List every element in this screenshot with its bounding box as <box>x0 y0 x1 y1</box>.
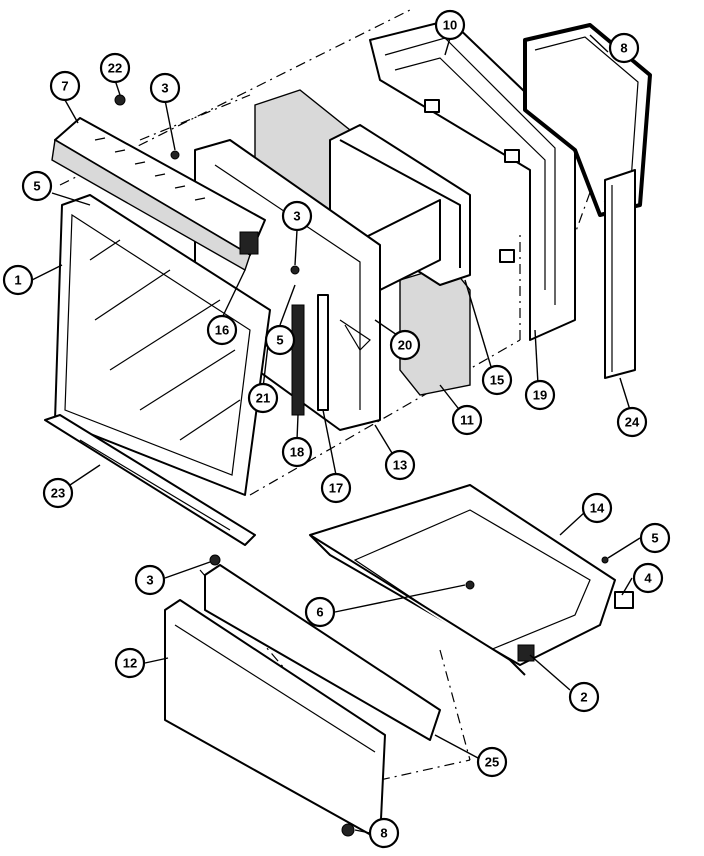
callout-3: 3 <box>281 200 313 232</box>
callout-label: 8 <box>380 826 387 841</box>
callout-3: 3 <box>134 564 166 596</box>
callout-1: 1 <box>2 264 34 296</box>
callout-12: 12 <box>114 647 146 679</box>
callout-5: 5 <box>264 324 296 356</box>
callout-label: 10 <box>443 18 457 33</box>
callout-10: 10 <box>434 9 466 41</box>
callout-label: 3 <box>161 81 168 96</box>
door-trim-part <box>44 414 256 546</box>
callout-label: 6 <box>316 605 323 620</box>
callout-4: 4 <box>632 562 664 594</box>
callout-14: 14 <box>581 492 613 524</box>
callout-label: 3 <box>146 573 153 588</box>
callout-label: 25 <box>485 755 499 770</box>
callout-3: 3 <box>149 72 181 104</box>
callout-label: 3 <box>293 209 300 224</box>
fasteners <box>114 94 609 837</box>
callout-24: 24 <box>616 406 648 438</box>
callout-2: 2 <box>568 681 600 713</box>
callout-label: 1 <box>14 273 21 288</box>
callout-label: 5 <box>276 333 283 348</box>
callout-11: 11 <box>451 404 483 436</box>
side-trim-part <box>604 169 636 379</box>
leader-lines <box>31 34 641 834</box>
callout-7: 7 <box>49 70 81 102</box>
drawer-tub-part <box>309 484 616 676</box>
callout-22: 22 <box>99 52 131 84</box>
callout-25: 25 <box>476 746 508 778</box>
callout-16: 16 <box>206 314 238 346</box>
callout-label: 14 <box>590 501 605 516</box>
callout-label: 12 <box>123 656 137 671</box>
callout-label: 5 <box>651 531 658 546</box>
control-panel-part <box>51 117 266 272</box>
callout-21: 21 <box>247 382 279 414</box>
callout-label: 19 <box>533 388 547 403</box>
callout-label: 23 <box>51 486 65 501</box>
callout-17: 17 <box>320 472 352 504</box>
callout-6: 6 <box>304 596 336 628</box>
callout-label: 2 <box>580 690 587 705</box>
callout-13: 13 <box>384 449 416 481</box>
callout-8: 8 <box>368 817 400 849</box>
callout-20: 20 <box>389 329 421 361</box>
callout-label: 7 <box>61 79 68 94</box>
callout-18: 18 <box>281 436 313 468</box>
callout-label: 17 <box>329 481 343 496</box>
drawer-front-part <box>164 599 386 841</box>
callout-label: 4 <box>644 571 652 586</box>
callout-15: 15 <box>481 364 513 396</box>
callout-label: 15 <box>490 373 504 388</box>
callout-label: 16 <box>215 323 229 338</box>
callout-8: 8 <box>608 32 640 64</box>
drawer-back-part <box>204 564 441 741</box>
callout-label: 24 <box>625 415 640 430</box>
callout-5: 5 <box>639 522 671 554</box>
callout-label: 22 <box>108 61 122 76</box>
outer-door-part <box>54 194 271 496</box>
callout-label: 18 <box>290 445 304 460</box>
callout-label: 8 <box>620 41 627 56</box>
clip-part <box>614 591 634 609</box>
callout-19: 19 <box>524 379 556 411</box>
callout-5: 5 <box>21 170 53 202</box>
callout-label: 20 <box>398 338 412 353</box>
callout-23: 23 <box>42 477 74 509</box>
callout-label: 21 <box>256 391 270 406</box>
callout-label: 5 <box>33 179 40 194</box>
callout-label: 13 <box>393 458 407 473</box>
callout-label: 11 <box>460 413 474 428</box>
